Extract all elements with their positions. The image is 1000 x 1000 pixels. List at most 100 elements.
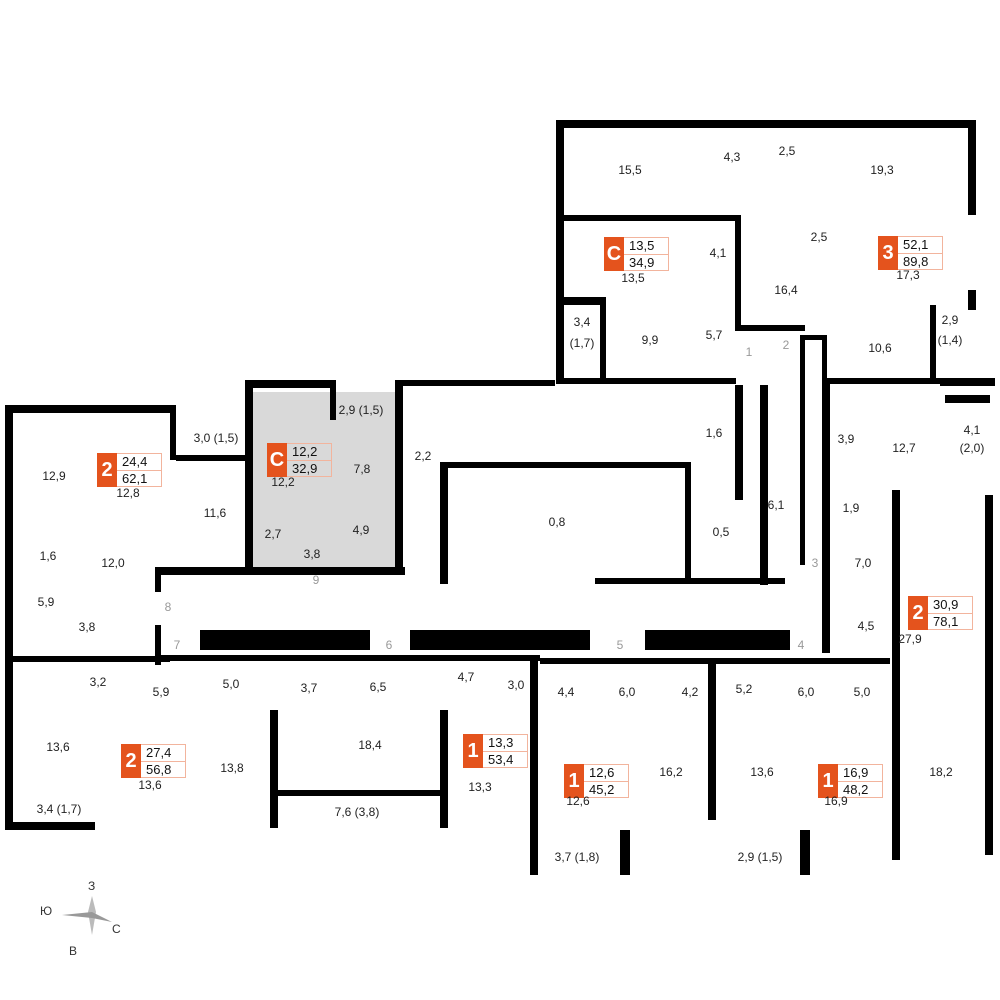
- room-area: 5,9: [152, 685, 170, 699]
- room-area: 4,5: [857, 619, 875, 633]
- living-area: 12,2: [287, 444, 331, 461]
- room-area: 7,8: [353, 462, 371, 476]
- room-area: 13,6: [138, 778, 162, 792]
- room-area: 4,1: [709, 246, 727, 260]
- room-area: 15,5: [618, 163, 642, 177]
- room-area: 5,2: [735, 682, 753, 696]
- apartment-type: 3: [878, 236, 898, 270]
- room-area: 5,7: [705, 328, 723, 342]
- total-area: 48,2: [843, 781, 869, 797]
- room-area: 11,6: [203, 506, 227, 520]
- room-area: 12,8: [116, 486, 140, 500]
- door-number: 5: [616, 638, 624, 652]
- room-area: 2,9 (1,5): [737, 850, 783, 864]
- apartment-type: C: [604, 237, 624, 271]
- total-area: 32,9: [292, 460, 318, 476]
- living-area: 52,1: [898, 237, 942, 254]
- room-area: 1,9: [842, 501, 860, 515]
- total-area: 56,8: [146, 761, 172, 777]
- room-area: 3,2: [89, 675, 107, 689]
- room-area: 3,7: [300, 681, 318, 695]
- room-area: 16,9: [824, 794, 848, 808]
- door-number: 4: [797, 638, 805, 652]
- room-area: 4,4: [557, 685, 575, 699]
- room-area: 16,2: [659, 765, 683, 779]
- room-area: 12,0: [101, 556, 125, 570]
- total-area: 34,9: [629, 254, 655, 270]
- room-area: 6,0: [797, 685, 815, 699]
- compass-icon: [62, 896, 112, 935]
- room-area: 0,5: [712, 525, 730, 539]
- room-area: 12,9: [42, 469, 66, 483]
- room-area: (1,4): [937, 333, 963, 347]
- apartment-type: C: [267, 443, 287, 477]
- room-area: 10,6: [868, 341, 892, 355]
- door-number: 6: [385, 638, 393, 652]
- door-number: 7: [173, 638, 181, 652]
- room-area: 3,8: [78, 620, 96, 634]
- room-area: 0,8: [548, 515, 566, 529]
- room-area: 4,3: [723, 150, 741, 164]
- room-area: 7,6 (3,8): [334, 805, 380, 819]
- living-area: 27,4: [141, 745, 185, 762]
- room-area: 12,2: [271, 475, 295, 489]
- living-area: 13,5: [624, 238, 668, 255]
- living-area: 24,4: [117, 454, 161, 471]
- compass-north: З: [88, 879, 96, 893]
- room-area: 3,8: [303, 547, 321, 561]
- total-area: 45,2: [589, 781, 615, 797]
- apartment-type: 1: [818, 764, 838, 798]
- apartment-type: 1: [564, 764, 584, 798]
- studio-fill: [253, 392, 403, 567]
- apartment-type: 2: [908, 596, 928, 630]
- room-area: 3,4 (1,7): [36, 802, 82, 816]
- living-area: 30,9: [928, 597, 972, 614]
- living-area: 16,9: [838, 765, 882, 782]
- room-area: 2,5: [778, 144, 796, 158]
- room-area: 3,0 (1,5): [193, 431, 239, 445]
- compass-west: Ю: [40, 904, 53, 918]
- total-area: 53,4: [488, 751, 514, 767]
- apartment-type: 1: [463, 734, 483, 768]
- room-area: 13,5: [621, 271, 645, 285]
- wall-segments: [5, 120, 995, 875]
- room-area: 2,9 (1,5): [338, 403, 384, 417]
- room-area: 6,1: [767, 498, 785, 512]
- room-area: 13,8: [220, 761, 244, 775]
- room-area: 17,3: [896, 268, 920, 282]
- door-number: 2: [782, 338, 790, 352]
- room-area: 3,9: [837, 432, 855, 446]
- room-area: 7,0: [854, 556, 872, 570]
- room-area: 9,9: [641, 333, 659, 347]
- living-area: 12,6: [584, 765, 628, 782]
- room-area: 16,4: [774, 283, 798, 297]
- room-area: 13,3: [468, 780, 492, 794]
- total-area: 89,8: [903, 253, 929, 269]
- door-number: 3: [811, 556, 819, 570]
- door-number: 8: [164, 600, 172, 614]
- room-area: 5,0: [853, 685, 871, 699]
- room-area: 6,5: [369, 680, 387, 694]
- room-area: 3,4: [573, 315, 591, 329]
- room-area: 1,6: [705, 426, 723, 440]
- total-area: 78,1: [933, 613, 959, 629]
- room-area: (2,0): [959, 441, 985, 455]
- living-area: 13,3: [483, 735, 527, 752]
- room-area: 12,7: [892, 441, 916, 455]
- room-area: 4,2: [681, 685, 699, 699]
- room-area: 4,9: [352, 523, 370, 537]
- door-number: 9: [312, 573, 320, 587]
- room-area: 27,9: [898, 632, 922, 646]
- door-number: 1: [745, 345, 753, 359]
- room-area: 4,7: [457, 670, 475, 684]
